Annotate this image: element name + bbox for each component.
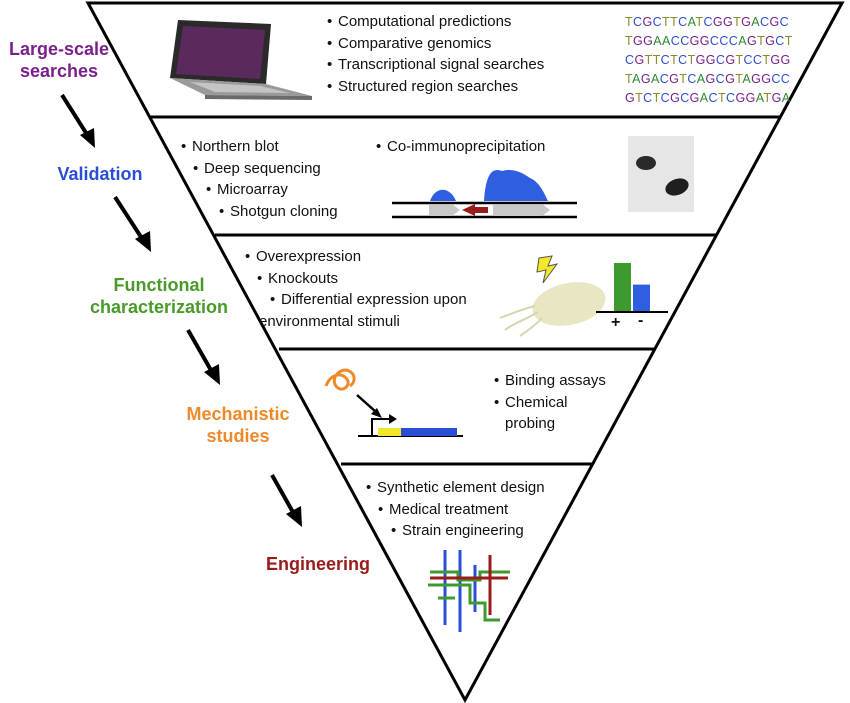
laptop-icon	[170, 20, 312, 100]
lightning-bolt-icon	[536, 255, 559, 284]
bullet-item: Chemical	[494, 392, 606, 414]
genetic-circuit-icon	[428, 550, 510, 632]
stage-functional-characterization: Functional characterization	[84, 274, 234, 318]
sequence-block: TCGCTTCATCGGTGACGC TGGAACCGGCCCAGTGCT CGTT…	[625, 13, 793, 108]
bullet-item: Microarray	[181, 179, 338, 201]
bullet-item: Transcriptional signal searches	[327, 54, 544, 76]
bullet-item: Deep sequencing	[181, 158, 338, 180]
bullet-item: Comparative genomics	[327, 33, 544, 55]
bar-plus	[614, 263, 631, 311]
binding-arrow	[356, 394, 382, 418]
sequence-row: CGTTCTCTGGCGTCCTGG	[625, 53, 791, 67]
stage-label-line: Mechanistic	[186, 404, 290, 424]
bullet-item: Structured region searches	[327, 76, 544, 98]
stage-large-scale-searches: Large-scale searches	[0, 38, 118, 82]
stage-mechanistic-studies: Mechanistic studies	[178, 403, 298, 447]
bullet-item: Medical treatment	[366, 499, 545, 521]
northern-blot-icon	[628, 136, 694, 212]
sequence-row: TGGAACCGGCCCAGTGCT	[625, 34, 793, 48]
stage-label-line: Engineering	[265, 554, 370, 574]
bullet-item: Northern blot	[181, 136, 338, 158]
bullet-item: Strain engineering	[366, 520, 545, 542]
expression-bar-chart	[596, 263, 668, 313]
functional-bullets: Overexpression Knockouts Differential ex…	[245, 246, 467, 332]
large-scale-bullets: Computational predictions Comparative ge…	[327, 11, 544, 97]
down-arrow-icon	[113, 195, 151, 252]
down-arrow-icon	[270, 474, 302, 527]
bullet-item: Synthetic element design	[366, 477, 545, 499]
sequence-row: TAGACGTCAGCGTAGGCC	[625, 72, 791, 86]
bar-label-plus: +	[611, 314, 621, 331]
bullet-item: Differential expression upon	[245, 289, 467, 311]
validation-bullets: Northern blot Deep sequencing Microarray…	[181, 136, 338, 222]
stage-label-line: studies	[206, 426, 270, 446]
bullet-continuation: probing	[505, 415, 556, 432]
mechanistic-bullets: Binding assays Chemical probing	[494, 370, 606, 435]
promoter-arrow-icon	[358, 414, 463, 437]
bacterium-icon	[499, 282, 606, 337]
stage-validation: Validation	[40, 163, 160, 185]
down-arrow-icon	[186, 329, 220, 385]
funnel-outline	[85, 1, 845, 703]
sequencing-coverage-icon	[392, 169, 577, 219]
bullet-item: Shotgun cloning	[181, 201, 338, 223]
validation-bullet-right: Co-immunoprecipitation	[376, 136, 545, 158]
bullet-item: Overexpression	[245, 246, 467, 268]
stage-label-line: characterization	[89, 297, 229, 317]
bullet-item: Computational predictions	[327, 11, 544, 33]
rna-structure-icon	[324, 368, 356, 391]
bullet-item: Co-immunoprecipitation	[376, 136, 545, 158]
stage-engineering: Engineering	[258, 553, 378, 575]
sequence-row: TCGCTTCATCGGTGACGC	[625, 15, 790, 29]
engineering-bullets: Synthetic element design Medical treatme…	[366, 477, 545, 542]
stage-label-line: searches	[19, 61, 99, 81]
bullet-item: Binding assays	[494, 370, 606, 392]
bar-minus	[633, 284, 650, 311]
bullet-continuation: environmental stimuli	[259, 312, 400, 330]
flow-arrows	[60, 93, 302, 527]
sequence-row: GTCTCGCGACTCGGATGA	[625, 91, 791, 105]
stage-label-line: Large-scale	[8, 39, 110, 59]
stage-label-line: Functional	[113, 275, 205, 295]
down-arrow-icon	[60, 93, 95, 148]
bar-label-minus: -	[638, 312, 644, 329]
stage-label-line: Validation	[57, 164, 143, 184]
bullet-item: Knockouts	[245, 268, 467, 290]
